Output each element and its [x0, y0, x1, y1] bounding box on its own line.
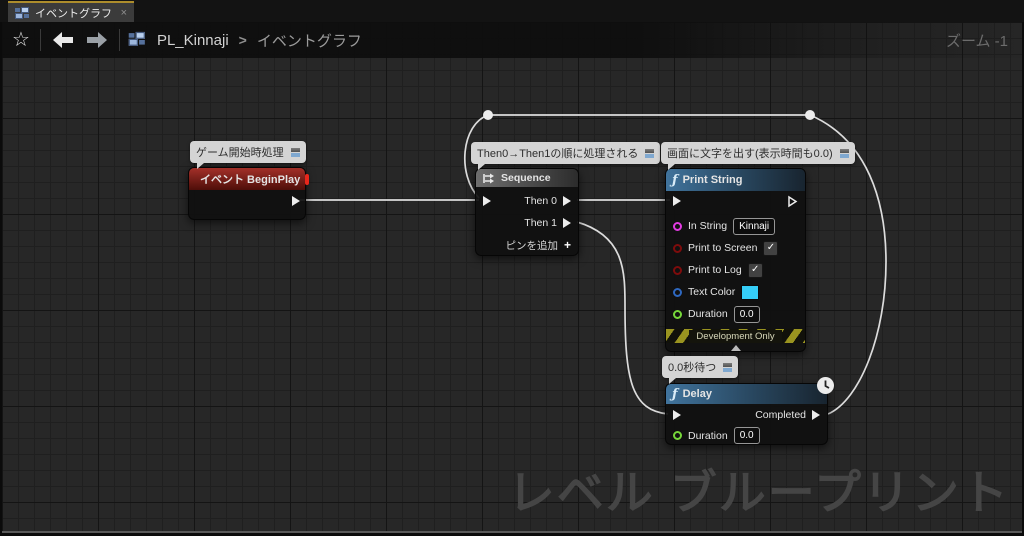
bool-pin[interactable] — [673, 265, 682, 275]
development-only-banner: Development Only — [666, 329, 805, 343]
node-event-beginplay[interactable]: イベント BeginPlay — [188, 167, 310, 220]
comment-text: Then0→Then1の順に処理される — [477, 148, 639, 160]
tab-event-graph[interactable]: イベントグラフ × — [8, 1, 134, 22]
event-override-badge — [305, 173, 310, 185]
comment-text: 0.0秒待つ — [668, 362, 717, 374]
favorite-star-icon[interactable]: ☆ — [12, 29, 30, 51]
comment-text: 画面に文字を出す(表示時間も0.0) — [667, 148, 833, 160]
node-header: ƒ Delay — [666, 384, 827, 404]
node-delay[interactable]: ƒ Delay Completed Duration 0.0 — [665, 377, 834, 445]
bool-pin[interactable] — [673, 243, 682, 253]
exec-in-pin[interactable] — [483, 196, 491, 206]
exec-out-pin[interactable] — [787, 195, 798, 208]
comment-pin-icon[interactable] — [723, 362, 733, 372]
pin-label: Then 1 — [524, 217, 557, 229]
text-color-swatch[interactable] — [741, 284, 760, 300]
comment-text: ゲーム開始時処理 — [196, 147, 284, 159]
pin-label: In String — [688, 220, 728, 232]
pin-label: Text Color — [688, 286, 736, 298]
comment-pin-icon[interactable] — [839, 148, 849, 158]
duration-input[interactable]: 0.0 — [733, 305, 760, 323]
collapse-arrow-icon[interactable] — [730, 345, 741, 351]
pin-label: Completed — [755, 409, 806, 421]
exec-in-pin[interactable] — [673, 410, 681, 420]
watermark-level-blueprint: レベル ブループリント — [507, 466, 1010, 519]
latent-clock-icon — [817, 377, 834, 394]
tab-close-icon[interactable]: × — [120, 6, 127, 19]
wire-reroute-to-sequence-in — [463, 114, 489, 199]
comment-bubble-delay: 0.0秒待つ — [662, 356, 739, 384]
exec-out-pin[interactable] — [292, 196, 300, 206]
breadcrumb-current-graph[interactable]: イベントグラフ — [256, 32, 362, 50]
print-to-screen-checkbox[interactable]: ✓ — [763, 240, 779, 256]
float-pin[interactable] — [673, 431, 682, 440]
graph-toolbar: ☆ PL_Kinnaji > イベントグラフ — [2, 22, 1022, 58]
pin-label: Duration — [688, 429, 728, 442]
back-arrow-icon[interactable] — [51, 31, 75, 49]
breadcrumb-chevron-icon: > — [238, 32, 247, 48]
graph-canvas[interactable]: レベル ブループリント ☆ PL_Kinnaji > イベントグラフ ズーム -… — [2, 22, 1022, 533]
pin-label: Print to Log — [688, 264, 742, 276]
node-header: ƒ Print String — [666, 169, 805, 191]
duration-input[interactable]: 0.0 — [733, 427, 760, 444]
comment-pin-icon[interactable] — [645, 148, 655, 158]
print-to-log-checkbox[interactable]: ✓ — [747, 262, 763, 278]
toolbar-divider — [118, 29, 120, 51]
in-string-input[interactable]: Kinnaji — [733, 217, 776, 235]
sequence-icon — [483, 173, 494, 183]
color-pin[interactable] — [673, 287, 682, 297]
banner-label: Development Only — [689, 329, 782, 343]
tab-label: イベントグラフ — [35, 7, 112, 20]
pin-label: Print to Screen — [688, 242, 758, 254]
reroute-node-left[interactable] — [483, 110, 493, 120]
forward-arrow-icon[interactable] — [85, 31, 109, 49]
node-sequence[interactable]: Sequence Then 0 Then 1 ピンを追加 + — [475, 168, 579, 256]
node-title: Delay — [682, 388, 712, 400]
completed-out-pin[interactable] — [812, 410, 820, 420]
wire-then1-to-delay — [576, 221, 669, 415]
reroute-node-right[interactable] — [805, 110, 815, 120]
comment-bubble-beginplay: ゲーム開始時処理 — [190, 141, 306, 169]
exec-in-pin[interactable] — [673, 196, 681, 206]
blueprint-icon — [128, 31, 149, 48]
tab-bar: イベントグラフ × — [0, 0, 1024, 22]
string-pin[interactable] — [673, 221, 682, 231]
comment-bubble-sequence: Then0→Then1の順に処理される — [471, 142, 661, 170]
node-title: イベント BeginPlay — [200, 174, 301, 186]
toolbar-divider — [39, 29, 41, 51]
node-title: Sequence — [501, 172, 551, 184]
blueprint-icon — [15, 6, 29, 19]
add-pin-label[interactable]: ピンを追加 — [505, 239, 558, 252]
zoom-level-indicator: ズーム -1 — [945, 33, 1008, 50]
then0-out-pin[interactable] — [563, 196, 571, 206]
pin-label: Then 0 — [524, 195, 557, 207]
comment-pin-icon[interactable] — [290, 147, 300, 157]
breadcrumb-asset-name[interactable]: PL_Kinnaji — [156, 31, 229, 49]
pin-label: Duration — [688, 308, 728, 320]
plus-icon[interactable]: + — [563, 238, 571, 252]
function-icon: ƒ — [672, 386, 678, 402]
wire-layer — [300, 110, 887, 415]
then1-out-pin[interactable] — [563, 218, 571, 228]
float-pin[interactable] — [673, 309, 682, 319]
node-header: イベント BeginPlay — [189, 168, 310, 190]
node-print-string[interactable]: ƒ Print String In String Kinnaji Print t… — [665, 168, 806, 352]
node-header: Sequence — [476, 169, 578, 187]
comment-bubble-printstring: 画面に文字を出す(表示時間も0.0) — [661, 142, 855, 170]
node-title: Print String — [682, 174, 743, 186]
function-icon: ƒ — [672, 172, 678, 188]
